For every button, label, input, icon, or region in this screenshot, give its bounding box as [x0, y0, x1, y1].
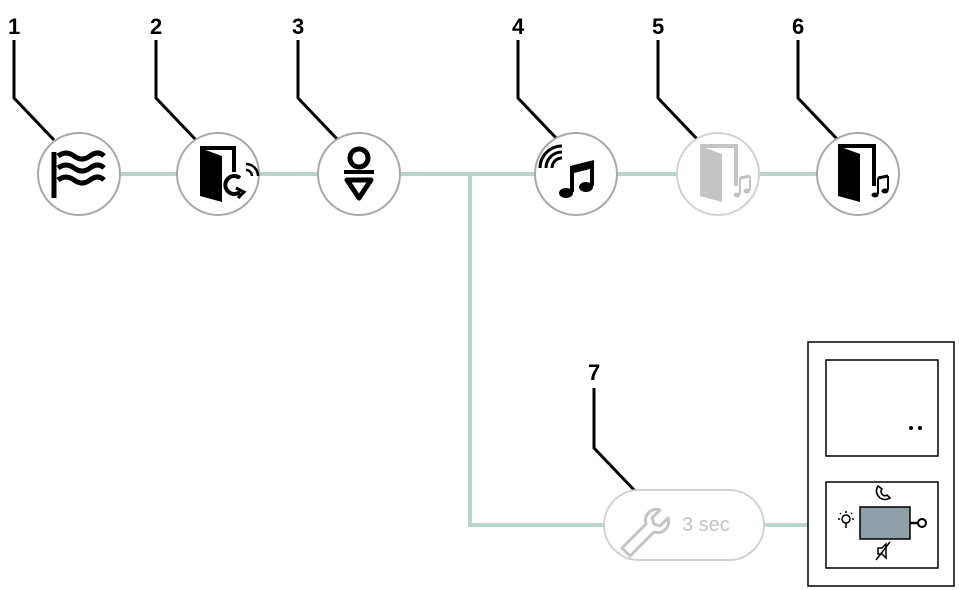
- step-3-node: [317, 132, 401, 216]
- door-music-faded-icon: [700, 144, 751, 202]
- display-dot: [918, 426, 922, 430]
- open-close-arrows-icon: [344, 146, 374, 201]
- step-7-number: 7: [588, 360, 601, 385]
- device-panel: [807, 341, 955, 587]
- device-display: [825, 359, 939, 457]
- step-1-number: 1: [8, 14, 21, 39]
- door-music-icon: [838, 144, 889, 202]
- leader-2: [154, 40, 198, 142]
- step-6-number: 6: [792, 14, 805, 39]
- connector-lines: [120, 172, 822, 527]
- device-screen: [859, 506, 911, 540]
- leader-7: [592, 388, 638, 494]
- display-dot: [909, 426, 913, 430]
- leader-3: [296, 40, 340, 142]
- connector-branch-to-7: [468, 174, 605, 527]
- step-5-number: 5: [652, 14, 665, 39]
- step-4-number: 4: [512, 14, 525, 39]
- step-2-node: [176, 132, 260, 216]
- waves-icon: [51, 150, 106, 198]
- step-6-node: [816, 132, 900, 216]
- leader-4: [516, 40, 560, 142]
- leader-lines: [12, 40, 840, 494]
- wrench-icon: [620, 507, 671, 558]
- step-3-number: 3: [292, 14, 305, 39]
- leader-1: [12, 40, 56, 142]
- step-5-node: [676, 132, 760, 216]
- key-icon: [910, 518, 927, 528]
- door-open-wireless-icon: [200, 146, 260, 202]
- step-2-number: 2: [150, 14, 163, 39]
- leader-6: [796, 40, 840, 142]
- wireless-music-icon: [538, 144, 594, 198]
- step-1-node: [37, 132, 121, 216]
- light-bulb-icon: [838, 511, 854, 528]
- leader-5: [656, 40, 700, 142]
- phone-icon: [875, 484, 892, 501]
- step-4-node: [534, 132, 618, 216]
- speaker-mute-icon: [875, 541, 891, 561]
- step-7-node: [603, 489, 765, 561]
- hold-duration-label: 3 sec: [682, 514, 730, 536]
